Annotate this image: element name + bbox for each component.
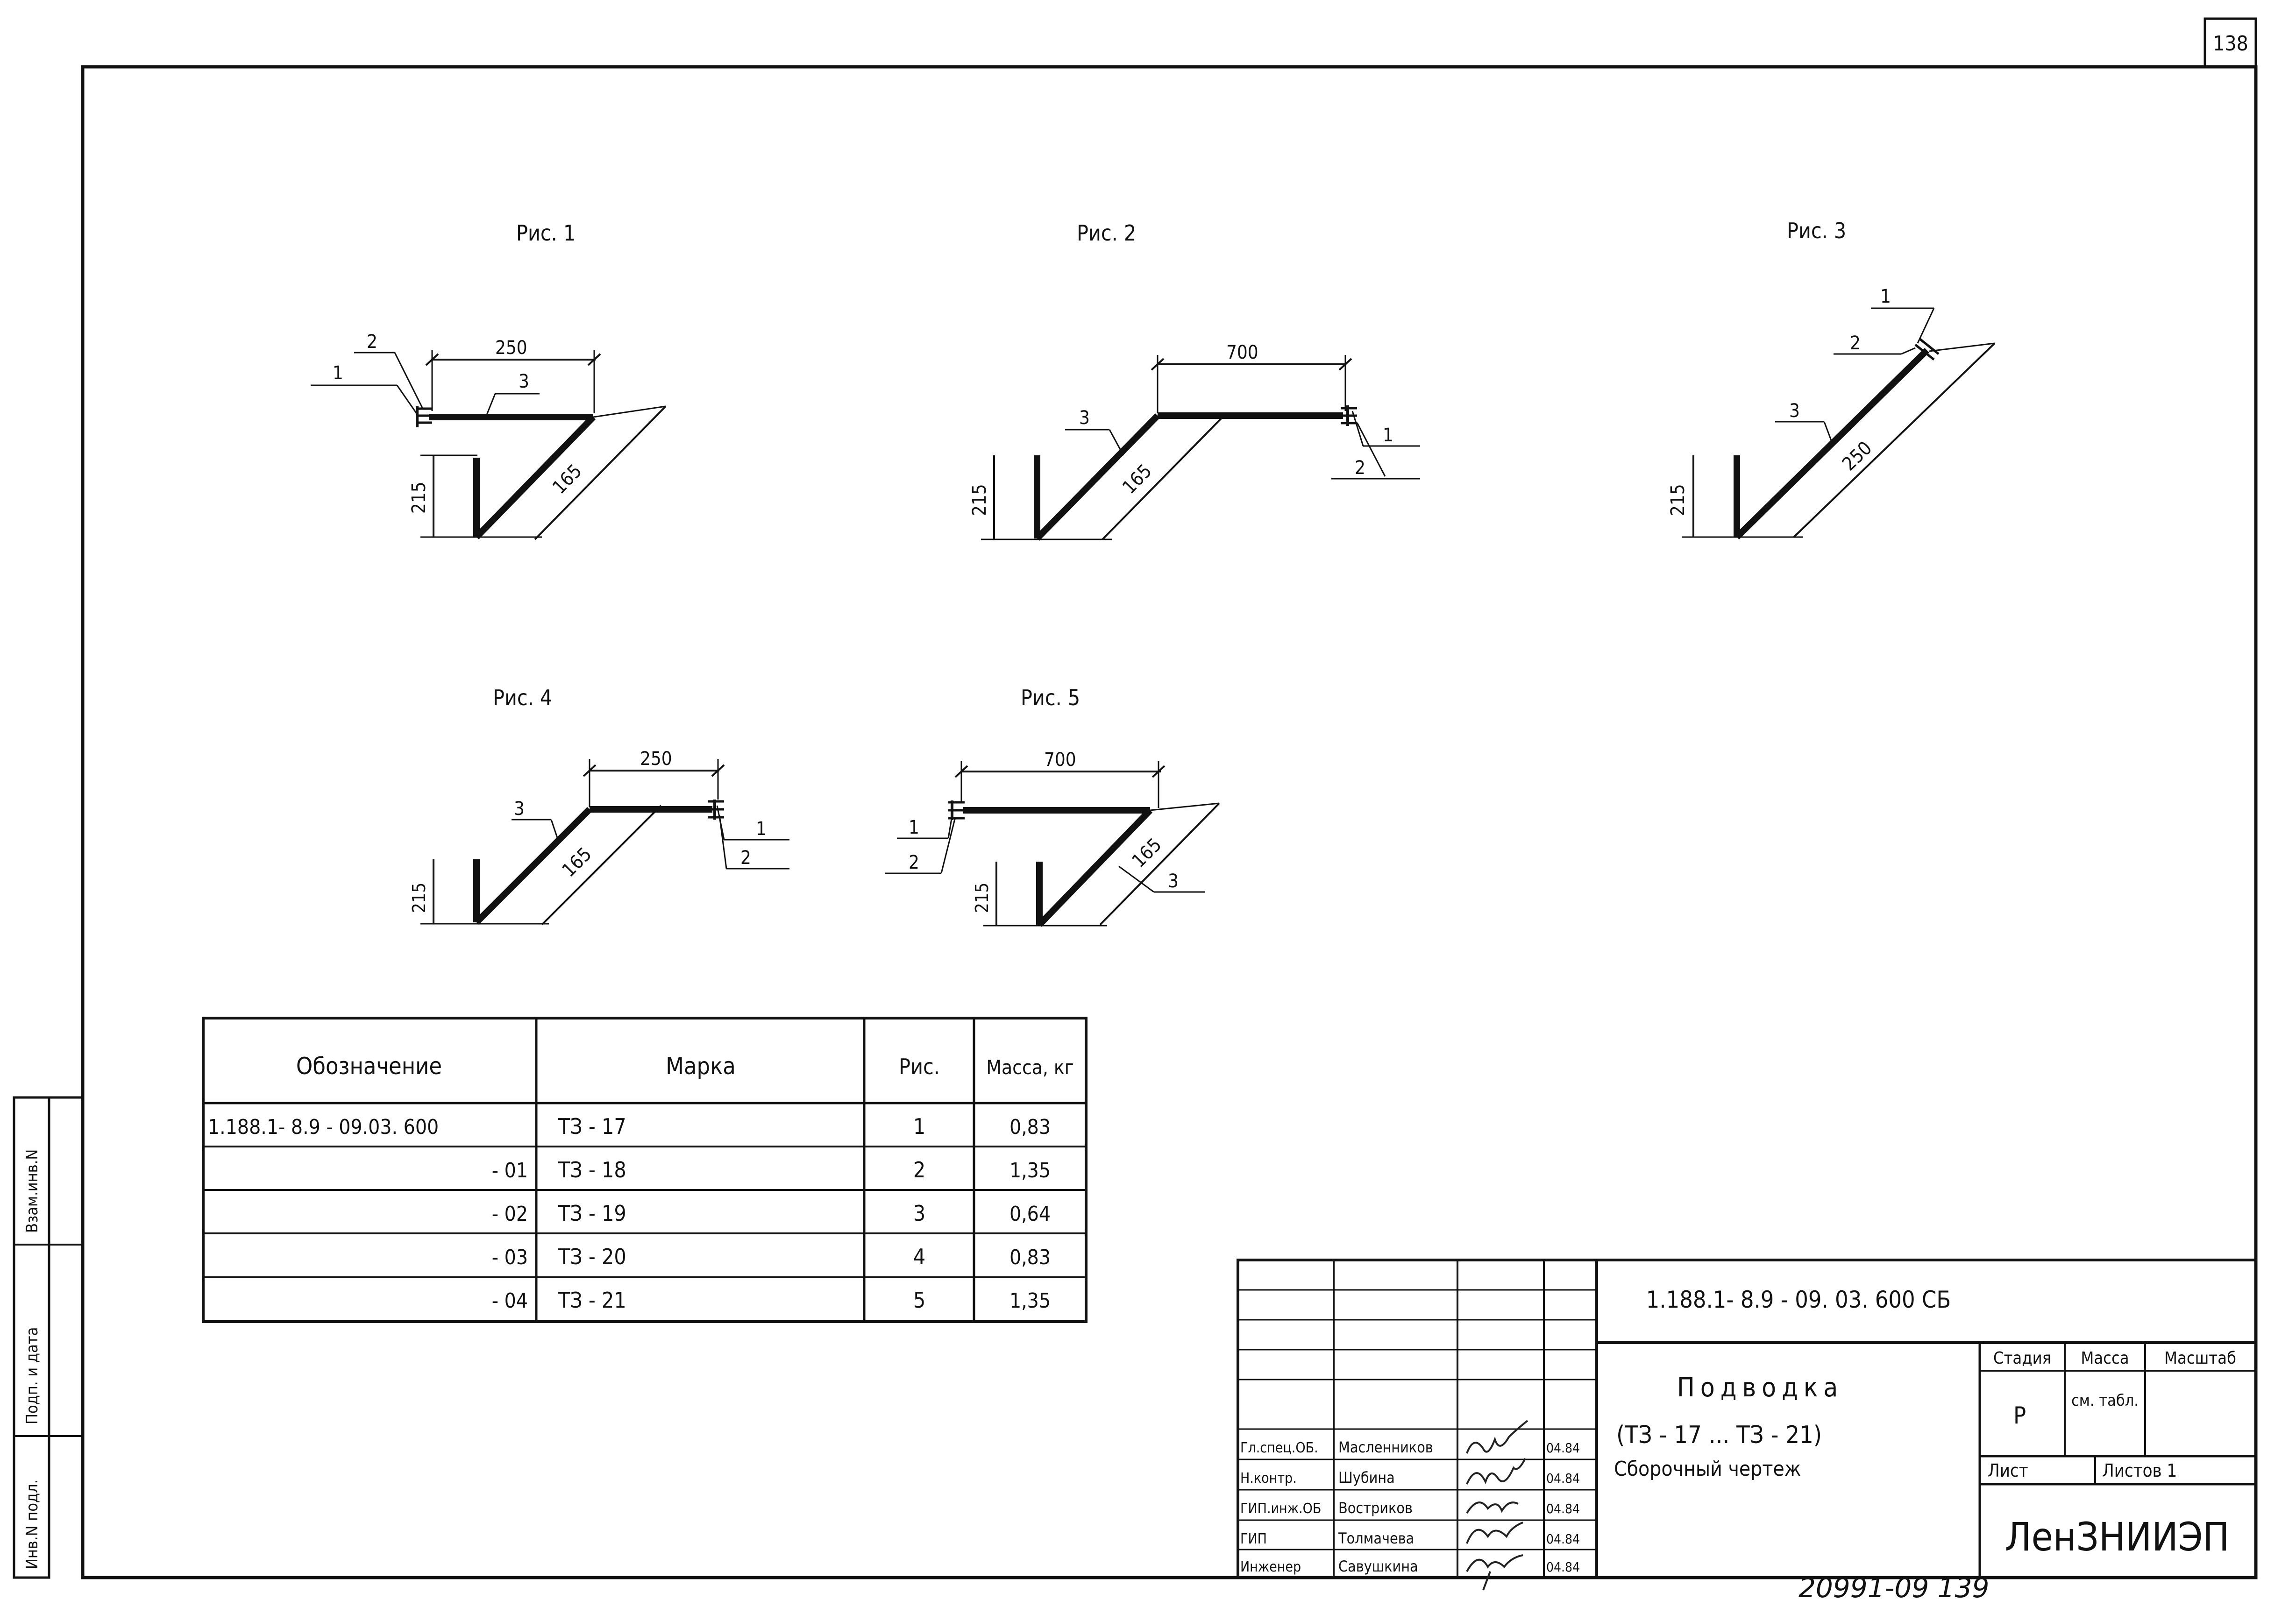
dim-height: 215	[409, 883, 429, 913]
callout-2: 2	[740, 847, 751, 869]
callout-1: 1	[1383, 425, 1393, 446]
callout-1: 1	[909, 817, 919, 838]
header-mass: Масса, кг	[986, 1056, 1073, 1079]
callout-3: 3	[1168, 871, 1179, 892]
figure-label: Рис. 1	[516, 220, 576, 246]
doc-subtitle: (ТЗ - 17 ... ТЗ - 21)	[1616, 1421, 1822, 1449]
row-2-designation: - 01	[492, 1159, 528, 1182]
row-2-mass: 1,35	[1009, 1159, 1051, 1182]
callout-3: 3	[519, 371, 529, 392]
callout-2: 2	[1850, 333, 1861, 354]
figure-5: Рис. 5 700 165 215 1 2 3	[885, 685, 1220, 927]
row-4-mass: 0,83	[1009, 1246, 1051, 1269]
dim-diag: 165	[1118, 460, 1156, 498]
signer-5-name: Савушкина	[1338, 1557, 1418, 1575]
title-block: 1.188.1- 8.9 - 09. 03. 600 СБ Подводка (…	[1237, 1259, 2257, 1591]
signer-4-name: Толмачева	[1338, 1529, 1414, 1547]
signer-1-name: Масленников	[1338, 1438, 1433, 1456]
org-name: ЛенЗНИИЭП	[2005, 1514, 2230, 1560]
sheet-label: Лист	[1988, 1460, 2028, 1481]
row-2-mark: ТЗ - 18	[558, 1157, 626, 1182]
signer-3-date: 04.84	[1546, 1501, 1580, 1516]
figure-label: Рис. 4	[493, 685, 552, 710]
row-4-mark: ТЗ - 20	[558, 1244, 626, 1269]
dim-height: 215	[969, 484, 990, 516]
dim-height: 215	[408, 481, 430, 514]
scale-header: Масштаб	[2164, 1349, 2236, 1368]
row-5-figure: 5	[913, 1288, 925, 1313]
callout-1: 1	[333, 362, 343, 384]
side-label-replace: Взам.инв.N	[23, 1149, 42, 1233]
doc-type: Сборочный чертеж	[1614, 1457, 1801, 1481]
doc-title: Подводка	[1677, 1373, 1843, 1403]
dim-height: 215	[1667, 484, 1689, 516]
signer-5-role: Инженер	[1240, 1559, 1301, 1575]
row-3-mass: 0,64	[1009, 1202, 1051, 1226]
mass-header: Масса	[2081, 1349, 2129, 1368]
figure-2: Рис. 2 700 165 215 3 1 2	[969, 220, 1420, 541]
callout-3: 3	[514, 798, 525, 820]
signer-3-name: Востриков	[1338, 1499, 1413, 1517]
side-label-sign: Подп. и дата	[23, 1327, 42, 1424]
row-1-mark: ТЗ - 17	[558, 1114, 626, 1139]
callout-1: 1	[1880, 286, 1891, 307]
side-label-inv: Инв.N подл.	[23, 1480, 42, 1569]
row-1-mass: 0,83	[1009, 1115, 1051, 1139]
dim-top: 250	[640, 748, 672, 770]
dim-top: 700	[1226, 342, 1258, 363]
figure-4: Рис. 4 250 165 215 3 1 2	[409, 685, 789, 926]
signer-2-role: Н.контр.	[1240, 1470, 1297, 1487]
figure-label: Рис. 2	[1077, 220, 1136, 246]
callout-2: 2	[1355, 457, 1365, 479]
signer-2-date: 04.84	[1546, 1471, 1580, 1486]
callout-3: 3	[1789, 400, 1800, 422]
doc-code: 1.188.1- 8.9 - 09. 03. 600 СБ	[1646, 1286, 1951, 1313]
page-number: 138	[2213, 32, 2248, 56]
mass-value: см. табл.	[2071, 1391, 2139, 1410]
stage-value: Р	[2013, 1402, 2026, 1429]
figure-3: Рис. 3 250 215 1 2 3	[1667, 218, 1996, 539]
dim-top: 250	[495, 337, 527, 359]
dim-diag: 165	[1128, 834, 1166, 872]
signer-1-role: Гл.спец.ОБ.	[1240, 1440, 1318, 1456]
signer-5-date: 04.84	[1546, 1559, 1580, 1575]
signatures	[1466, 1420, 1528, 1591]
figure-label: Рис. 3	[1787, 218, 1846, 243]
header-figure: Рис.	[899, 1054, 940, 1079]
callout-1: 1	[756, 818, 767, 840]
sheets-label: Листов 1	[2102, 1460, 2177, 1481]
dim-diag: 250	[1838, 437, 1876, 475]
row-5-designation: - 04	[492, 1289, 528, 1313]
row-1-designation: 1.188.1- 8.9 - 09.03. 600	[208, 1115, 439, 1139]
signer-4-role: ГИП	[1240, 1531, 1267, 1547]
row-4-figure: 4	[913, 1244, 925, 1269]
signer-3-role: ГИП.инж.ОБ	[1240, 1501, 1321, 1517]
dim-top: 700	[1044, 749, 1076, 771]
row-2-figure: 2	[913, 1157, 925, 1182]
row-3-figure: 3	[913, 1201, 925, 1226]
callout-2: 2	[367, 331, 377, 353]
dim-height: 215	[972, 883, 992, 913]
figure-1: Рис. 1 250 165 215 1 2	[311, 220, 667, 540]
signer-4-date: 04.84	[1546, 1531, 1580, 1547]
signer-1-date: 04.84	[1546, 1440, 1580, 1456]
stage-header: Стадия	[1993, 1349, 2051, 1368]
sheet-frame	[13, 17, 2258, 1579]
callout-2: 2	[909, 852, 919, 873]
row-3-mark: ТЗ - 19	[558, 1201, 626, 1226]
row-1-figure: 1	[913, 1114, 925, 1139]
spec-table: Обозначение Марка Рис. Масса, кг 1.188.1…	[202, 1017, 1088, 1323]
row-4-designation: - 03	[492, 1246, 528, 1269]
signer-2-name: Шубина	[1338, 1469, 1395, 1487]
row-3-designation: - 02	[492, 1202, 528, 1226]
row-5-mark: ТЗ - 21	[558, 1288, 626, 1313]
figure-label: Рис. 5	[1021, 685, 1080, 710]
callout-3: 3	[1079, 407, 1090, 429]
row-5-mass: 1,35	[1009, 1289, 1051, 1313]
header-mark: Марка	[666, 1053, 736, 1080]
header-designation: Обозначение	[296, 1053, 442, 1080]
